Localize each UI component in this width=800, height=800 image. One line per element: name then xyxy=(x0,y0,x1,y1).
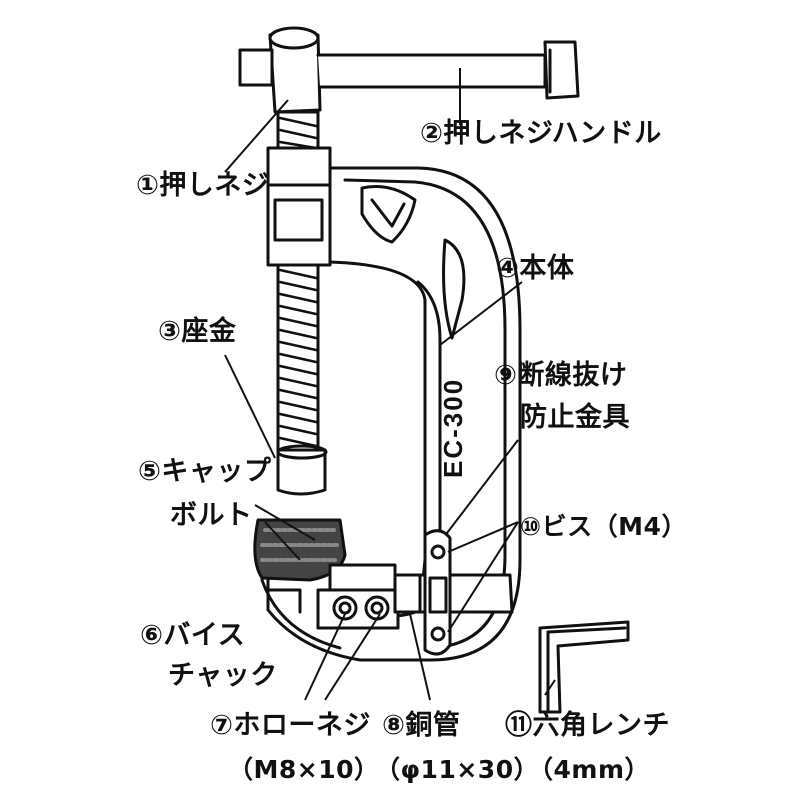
label-anti-disconnect-1: ⑨断線抜け xyxy=(494,360,628,391)
spec-hollow-screw: （M8×10） xyxy=(228,755,380,784)
label-anti-disconnect-2: 防止金具 xyxy=(520,402,630,433)
label-copper-tube: ⑧銅管 xyxy=(382,710,461,741)
spec-hex-wrench: （4mm） xyxy=(528,755,650,784)
clamp-body xyxy=(266,166,522,662)
leader-lines xyxy=(224,68,556,701)
label-vise-2: チャック xyxy=(168,660,278,691)
label-push-screw: ①押しネジ xyxy=(136,170,270,201)
label-hex-wrench: ⑪六角レンチ xyxy=(505,710,670,741)
push-screw-handle xyxy=(238,26,580,114)
label-screw-m4: ⑩ビス（M4） xyxy=(520,512,687,541)
spec-copper-tube: （φ11×30） xyxy=(375,755,540,784)
label-washer: ③座金 xyxy=(158,316,237,347)
label-body: ④本体 xyxy=(496,253,575,284)
label-hollow-screw: ⑦ホローネジ xyxy=(210,710,371,741)
copper-tube xyxy=(393,573,514,614)
model-label: EC-300 xyxy=(438,378,468,478)
label-push-screw-handle: ②押しネジハンドル xyxy=(420,118,662,149)
label-vise-1: ⑥バイス xyxy=(140,620,246,651)
label-cap-bolt-1: ⑤キャップ xyxy=(138,456,272,487)
screw-housing xyxy=(266,146,332,267)
anti-disconnect-fitting xyxy=(423,529,452,656)
label-cap-bolt-2: ボルト xyxy=(170,500,253,531)
cap-bolt xyxy=(276,444,328,496)
hollow-screws xyxy=(316,563,400,630)
hex-wrench xyxy=(538,620,630,714)
